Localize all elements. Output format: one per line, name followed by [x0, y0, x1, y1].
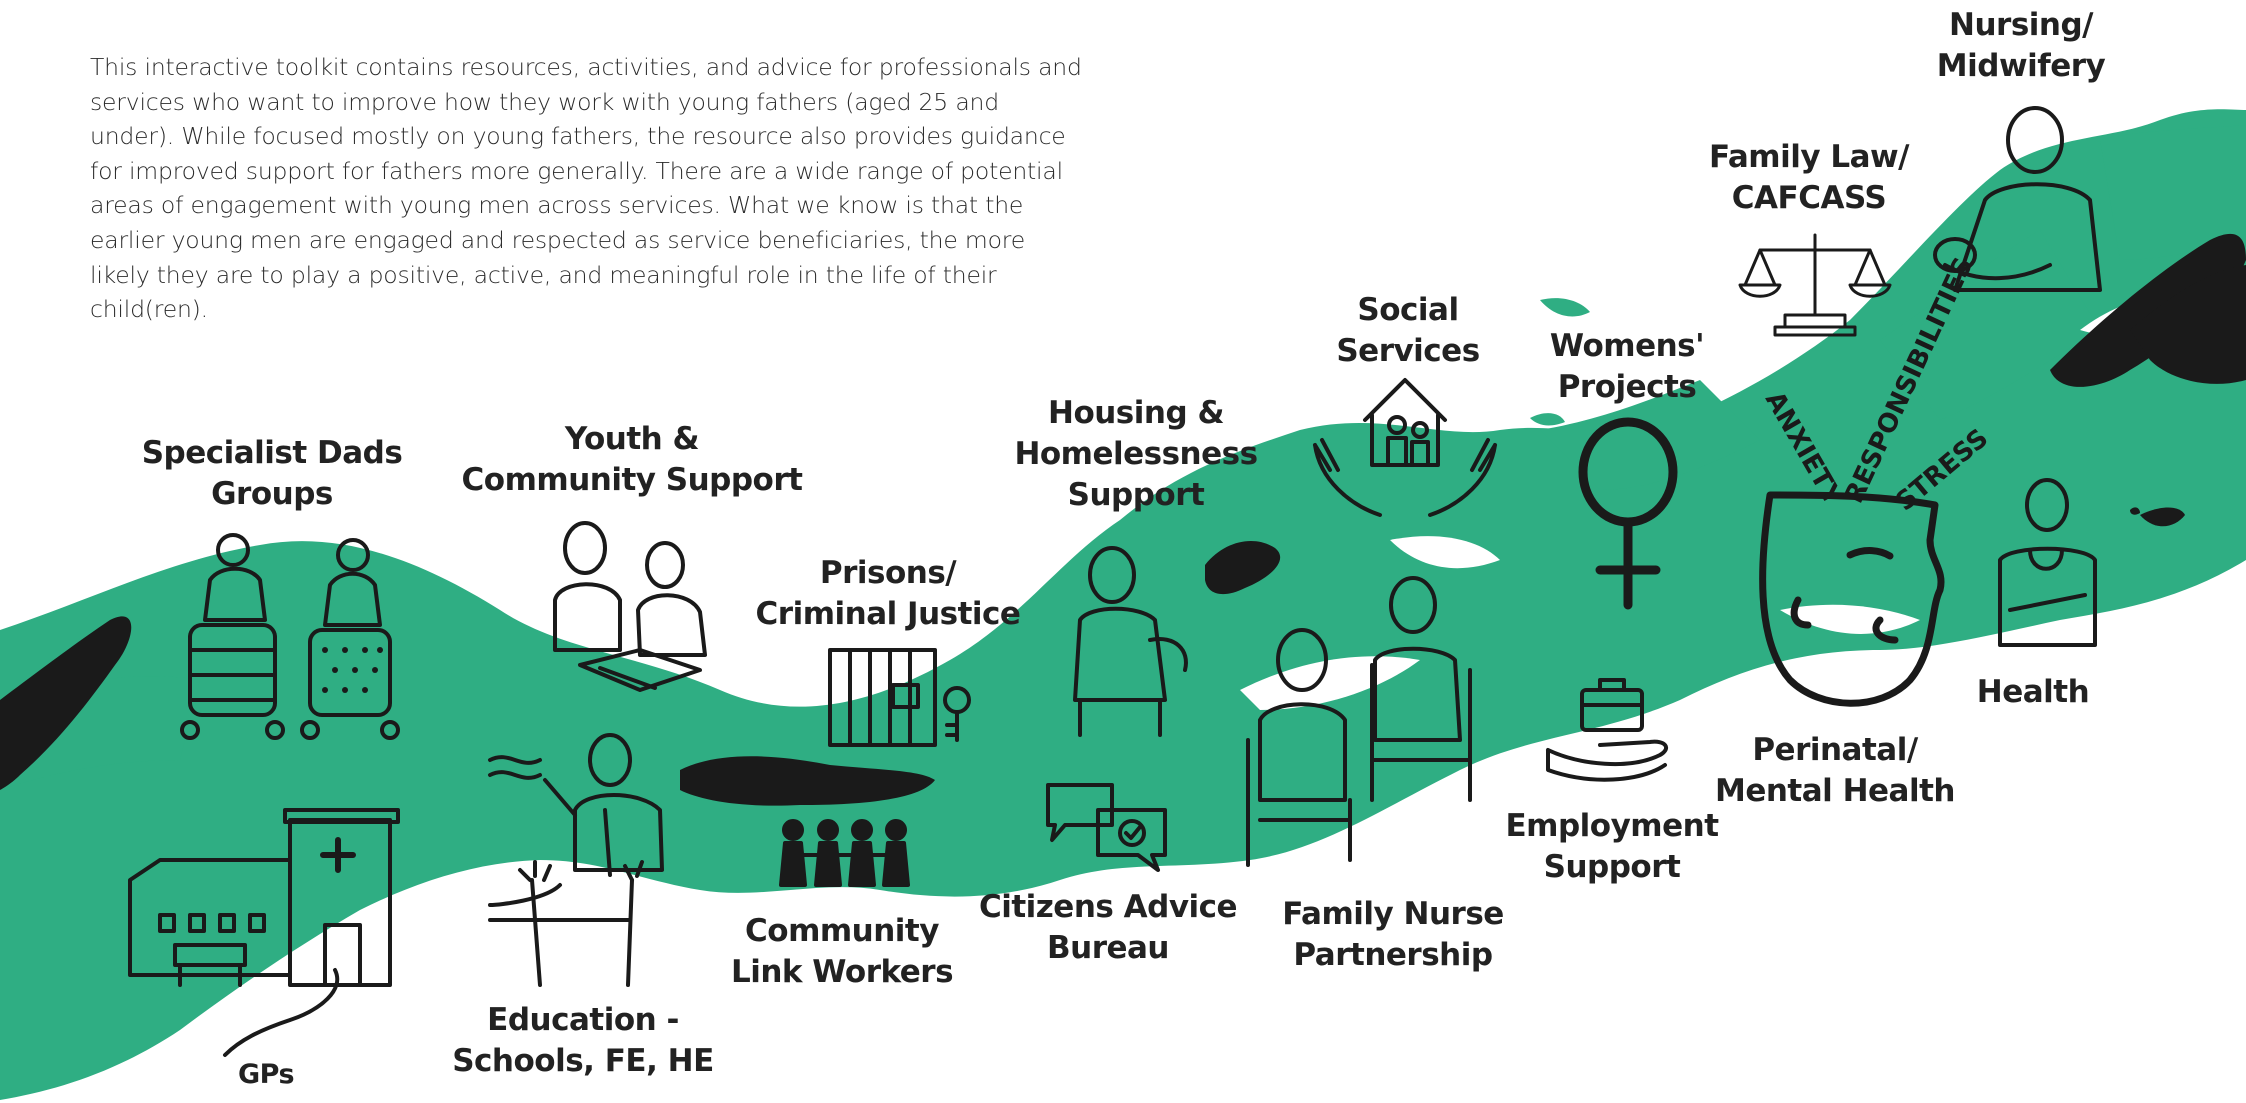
dads-with-prams-icon [180, 533, 400, 740]
two-people-seated-icon [1246, 576, 1472, 867]
label-health[interactable]: Health [1976, 674, 2090, 710]
green-river [0, 109, 2246, 1100]
youth-workers-icon [553, 521, 707, 692]
label-gps[interactable]: GPs [237, 1059, 295, 1090]
doctor-stethoscope-icon [1998, 478, 2097, 647]
teacher-and-students-icon [488, 733, 664, 987]
people-holding-hands-icon [779, 819, 910, 887]
head-with-stress-words-icon [1759, 491, 1945, 707]
label-education[interactable]: Education -Schools, FE, HE [452, 1002, 714, 1079]
person-shrugging-icon [1073, 546, 1188, 737]
label-family-law[interactable]: Family Law/CAFCASS [1709, 139, 1909, 216]
label-prisons[interactable]: Prisons/Criminal Justice [755, 555, 1021, 632]
scales-of-justice-icon [1738, 233, 1892, 337]
clinic-building-icon [128, 808, 400, 1057]
speech-bubbles-icon [1046, 783, 1167, 872]
prison-cell-icon [828, 648, 971, 747]
label-perinatal[interactable]: Perinatal/Mental Health [1714, 732, 1956, 809]
intro-paragraph: This interactive toolkit contains resour… [90, 53, 1082, 324]
hand-with-briefcase-icon [1546, 678, 1669, 782]
label-youth-community[interactable]: Youth &Community Support [461, 421, 803, 498]
ink-splashes [0, 233, 2246, 806]
venus-symbol-icon [1578, 417, 1678, 610]
label-nursing[interactable]: Nursing/Midwifery [1936, 7, 2106, 84]
nurse-holding-baby-icon [1933, 106, 2102, 292]
hands-holding-house-icon [1313, 378, 1497, 517]
label-womens-projects[interactable]: Womens'Projects [1549, 328, 1705, 405]
